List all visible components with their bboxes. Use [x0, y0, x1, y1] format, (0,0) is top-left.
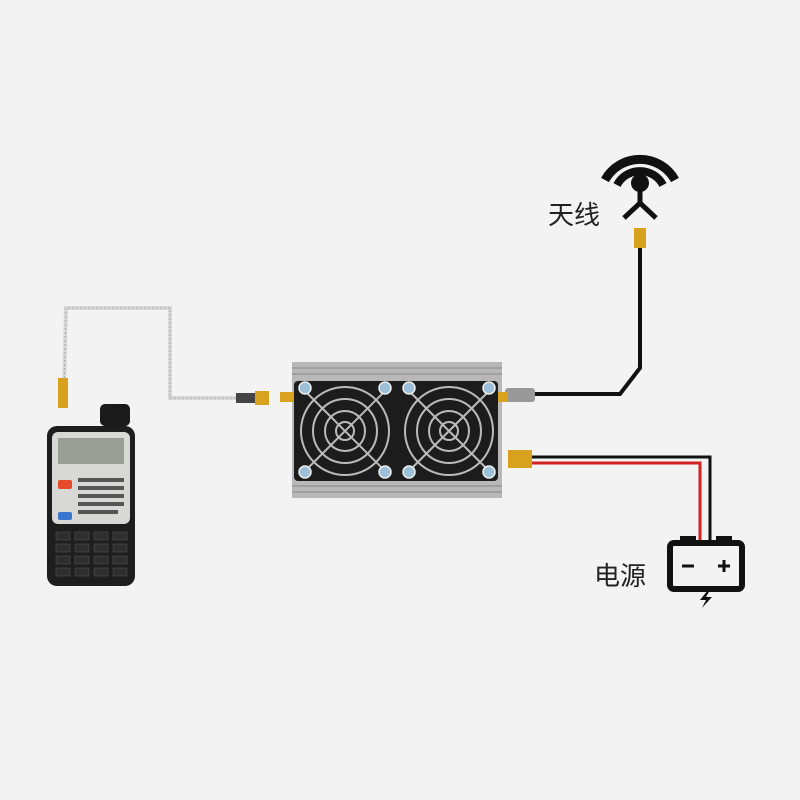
- xt60-connector: [508, 450, 532, 468]
- antenna-coax-cable: [516, 245, 642, 396]
- antenna-label: 天线: [548, 201, 601, 231]
- cooling-fan-left: [300, 386, 390, 476]
- rf-amplifier: [280, 362, 508, 498]
- antenna-connector: [634, 228, 646, 248]
- power-cable-black: [528, 455, 712, 540]
- radio-display: [58, 438, 124, 464]
- cooling-fan-right: [404, 386, 494, 476]
- antenna-icon: [601, 154, 679, 220]
- input-coax-cable: [62, 306, 240, 400]
- input-sma-connector: [236, 393, 266, 403]
- handheld-radio: [47, 404, 135, 586]
- output-n-connector: [505, 388, 535, 402]
- power-cable-red: [528, 461, 702, 540]
- power-label: 电源: [594, 562, 647, 592]
- battery-icon: [667, 536, 745, 608]
